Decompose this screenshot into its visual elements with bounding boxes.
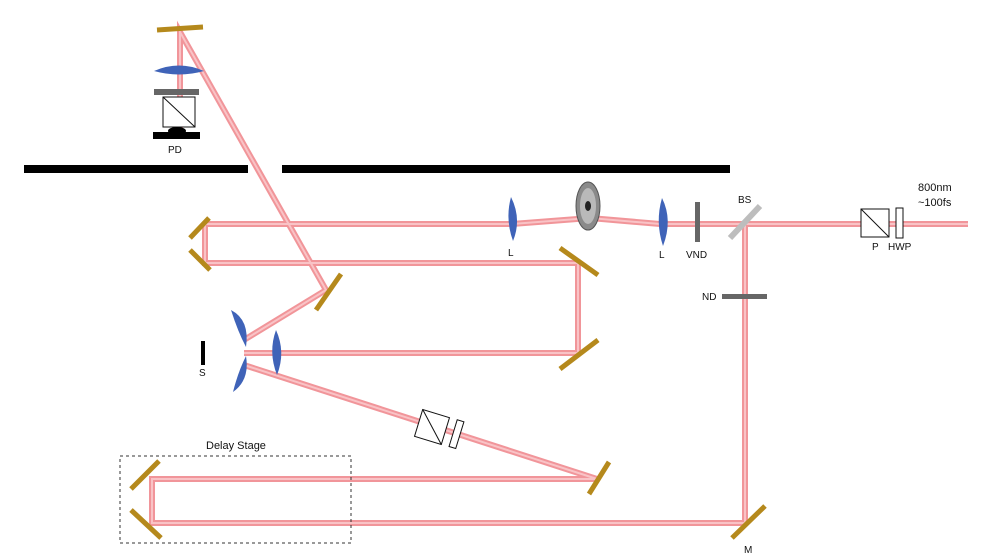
lens-focus-top [231, 310, 247, 347]
lens-left [508, 197, 518, 241]
mirror-right-bottom [558, 338, 600, 371]
label-lens-right: L [659, 250, 665, 261]
lens-detector [154, 65, 204, 75]
beam-folded-top [202, 224, 581, 356]
mirror-stage-top [129, 459, 161, 491]
mirror-fold-a [188, 216, 211, 240]
label-polarizer: P [872, 242, 879, 253]
input-hwp [895, 207, 904, 239]
mirror-fold-b [188, 248, 212, 272]
detector-filter [154, 89, 199, 95]
label-vnd: VND [686, 250, 707, 261]
mirrors [129, 24, 767, 540]
probe-polarizer [413, 408, 451, 446]
label-source-duration: ~100fs [918, 197, 952, 209]
label-nd: ND [702, 292, 716, 303]
wall-right [282, 165, 730, 173]
label-mirror: M [744, 545, 752, 556]
label-bs: BS [738, 195, 752, 206]
label-hwp: HWP [888, 242, 912, 253]
wall-left [24, 165, 248, 173]
lenses [154, 65, 668, 392]
label-pd: PD [168, 145, 182, 156]
mirror-right-top [558, 245, 600, 278]
mirror-stage-bottom [129, 508, 163, 540]
lens-sample-side [272, 330, 282, 375]
label-lens-left: L [508, 248, 514, 259]
sample-plate [201, 341, 205, 365]
mirror-delay-return [586, 460, 612, 496]
variable-nd-filter [695, 202, 700, 242]
beam-to-detector [177, 20, 331, 343]
label-sample: S [199, 368, 206, 379]
delay-stage-box [119, 455, 352, 544]
beam-splitter [727, 203, 763, 241]
mirror-m [730, 504, 767, 540]
nd-filter [722, 294, 767, 299]
chopper-wheel [575, 181, 601, 231]
mirror-detector [313, 272, 344, 312]
lens-right [658, 198, 668, 246]
input-polarizer [860, 208, 890, 238]
label-delay-stage: Delay Stage [206, 440, 266, 452]
photodiode [153, 127, 200, 139]
label-source-wavelength: 800nm [918, 182, 952, 194]
probe-waveplate [448, 419, 465, 450]
laser-beams [149, 20, 968, 526]
detector-polarizer [162, 96, 196, 128]
lens-focus-bottom [233, 356, 247, 392]
mirror-top [156, 24, 204, 33]
